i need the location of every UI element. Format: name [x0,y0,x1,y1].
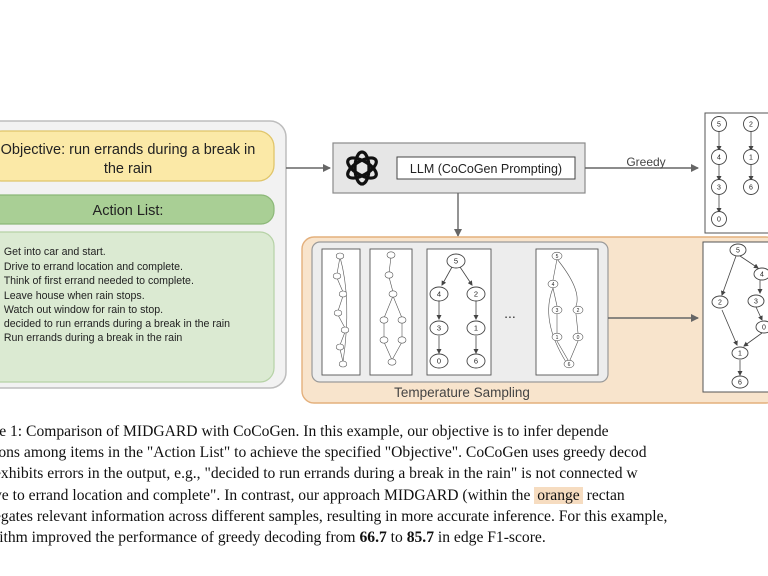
objective-box [0,130,275,182]
caption-line-6-mid: to [386,529,407,547]
action-item-1: . Get into car and start. [0,246,106,258]
greedy-node: 3 [717,185,721,192]
caption-line-6: rithm improved the performance of greedy… [0,527,768,548]
small-node: 6 [568,362,571,368]
small-node: 0 [577,335,580,341]
action-item-3: . Think of first errand needed to comple… [0,275,194,287]
final-node: 5 [736,248,740,255]
objective-line-2: the rain [104,161,152,177]
openai-logo-icon [346,150,378,186]
figure: Objective: run errands during a break in… [0,112,768,404]
caption-line-1: re 1: Comparison of MIDGARD with CoCoGen… [0,423,609,440]
final-node: 0 [762,325,766,332]
midgard-score: 85.7 [406,529,434,547]
caption-line-4: ve to errand location and complete". In … [0,485,768,506]
orange-highlight: orange [534,486,583,504]
caption-line-6-end: in edge F1-score. [434,529,546,547]
caption-line-5: egates relevant information across diffe… [0,507,668,525]
greedy-node: 0 [717,217,721,224]
action-list-box [0,231,275,383]
small-node: 2 [577,308,580,314]
greedy-node: 4 [717,155,721,162]
greedy-output-graph: 5 2 4 1 3 6 0 [704,112,768,234]
action-list-title: Action List: [93,203,164,219]
action-item-5: . Watch out window for rain to stop. [0,304,163,316]
caption-line-3: exhibits errors in the output, e.g., "de… [0,465,638,483]
action-item-2: . Drive to errand location and complete. [0,261,183,273]
greedy-node: 2 [749,122,753,129]
temperature-sampling-label: Temperature Sampling [394,385,530,400]
sample-node: 5 [454,257,458,266]
action-item-4: . Leave house when rain stops. [0,290,145,302]
sample-graph-2 [369,248,413,376]
sample-node: 0 [437,357,441,366]
final-node: 4 [760,272,764,279]
caption-line-2: ions among items in the "Action List" to… [0,444,647,462]
greedy-node: 5 [717,122,721,129]
small-node: 3 [556,308,559,314]
greedy-label: Greedy [626,155,665,169]
llm-label-box [396,156,576,180]
sample-node: 1 [474,324,478,333]
final-node: 2 [718,300,722,307]
sample-graph-4: 5 4 3 2 1 0 6 [535,248,599,376]
final-node: 6 [738,380,742,387]
action-list-title-box [0,194,275,225]
sample-node: 6 [474,357,478,366]
llm-label: LLM (CoCoGen Prompting) [410,162,562,176]
sample-node: 4 [437,290,441,299]
action-item-6: . decided to run errands during a break … [0,318,230,330]
greedy-score: 66.7 [359,529,387,547]
final-node: 1 [738,351,742,358]
small-node: 5 [556,254,559,260]
small-node: 1 [556,335,559,341]
objective-line-1: Objective: run errands during a break in [1,142,256,158]
action-item-7: . Run errands during a break in the rain [0,332,182,344]
greedy-node: 6 [749,185,753,192]
sample-node: 2 [474,290,478,299]
sample-graph-1 [321,248,361,376]
caption-line-6-start: rithm improved the performance of greedy… [0,529,360,547]
caption-line-4-start: ve to errand location and complete". In … [0,486,535,504]
caption-line-4-end: rectan [582,486,625,504]
small-node: 4 [552,282,555,288]
final-node: 3 [754,299,758,306]
sample-graph-3: 5 4 2 3 1 0 6 [426,248,492,376]
ellipsis: ... [504,305,516,321]
sample-node: 3 [437,324,441,333]
midgard-output-graph: 5 4 2 3 0 1 6 [702,241,768,393]
greedy-node: 1 [749,155,753,162]
figure-caption: re 1: Comparison of MIDGARD with CoCoGen… [0,421,768,548]
